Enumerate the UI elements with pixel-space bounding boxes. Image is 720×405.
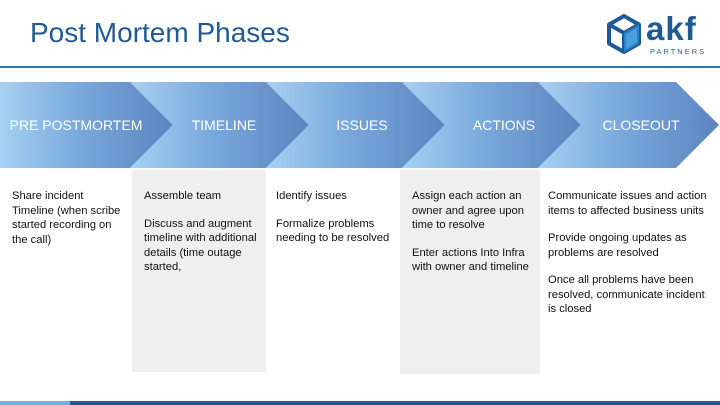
- footer-bar-accent: [0, 401, 70, 405]
- logo-wordmark: akf: [646, 10, 697, 47]
- footer-bar-main: [70, 401, 720, 405]
- cube-icon: [607, 14, 641, 54]
- issues-item: Formalize problems needing to be resolve…: [276, 217, 390, 245]
- actions-item: Assign each action an owner and agree up…: [412, 190, 524, 231]
- chevron-closeout: [538, 82, 719, 168]
- column-timeline: Assemble team Discuss and augment timeli…: [132, 170, 266, 372]
- chevron-timeline: [130, 82, 309, 168]
- column-closeout: Communicate issues and action items to a…: [536, 170, 720, 370]
- issues-item: Identify issues: [276, 190, 347, 202]
- column-issues: Identify issues Formalize problems needi…: [264, 170, 400, 370]
- phase-chevrons: [0, 82, 719, 168]
- footer-bar: [0, 401, 720, 405]
- title-rule: [0, 66, 720, 68]
- column-actions: Assign each action an owner and agree up…: [400, 170, 540, 374]
- timeline-item: Discuss and augment timeline with additi…: [144, 217, 257, 274]
- closeout-item: Communicate issues and action items to a…: [548, 190, 707, 217]
- timeline-item: Assemble team: [144, 190, 222, 202]
- akf-logo: akf PARTNERS: [604, 10, 716, 60]
- chevron-actions: [402, 82, 581, 168]
- closeout-item: Provide ongoing updates as problems are …: [548, 232, 687, 259]
- column-pre-postmortem: Share incident Timeline (when scribe sta…: [0, 170, 132, 370]
- phase-label-closeout: CLOSEOUT: [602, 117, 680, 133]
- phase-label-actions: ACTIONS: [472, 117, 536, 133]
- pre-postmortem-item: Share incident Timeline (when scribe sta…: [12, 190, 121, 246]
- chevron-issues: [266, 82, 445, 168]
- actions-item: Enter actions Into Infra with owner and …: [412, 246, 529, 274]
- slide-title: Post Mortem Phases: [30, 17, 290, 48]
- phase-label-issues: ISSUES: [336, 117, 388, 133]
- chevron-pre-postmortem: [0, 82, 173, 168]
- phase-label-timeline: TIMELINE: [191, 117, 257, 133]
- logo-subtitle: PARTNERS: [650, 47, 707, 56]
- phase-label-pre-postmortem: PRE POSTMORTEM: [9, 117, 143, 133]
- closeout-item: Once all problems have been resolved, co…: [548, 274, 705, 315]
